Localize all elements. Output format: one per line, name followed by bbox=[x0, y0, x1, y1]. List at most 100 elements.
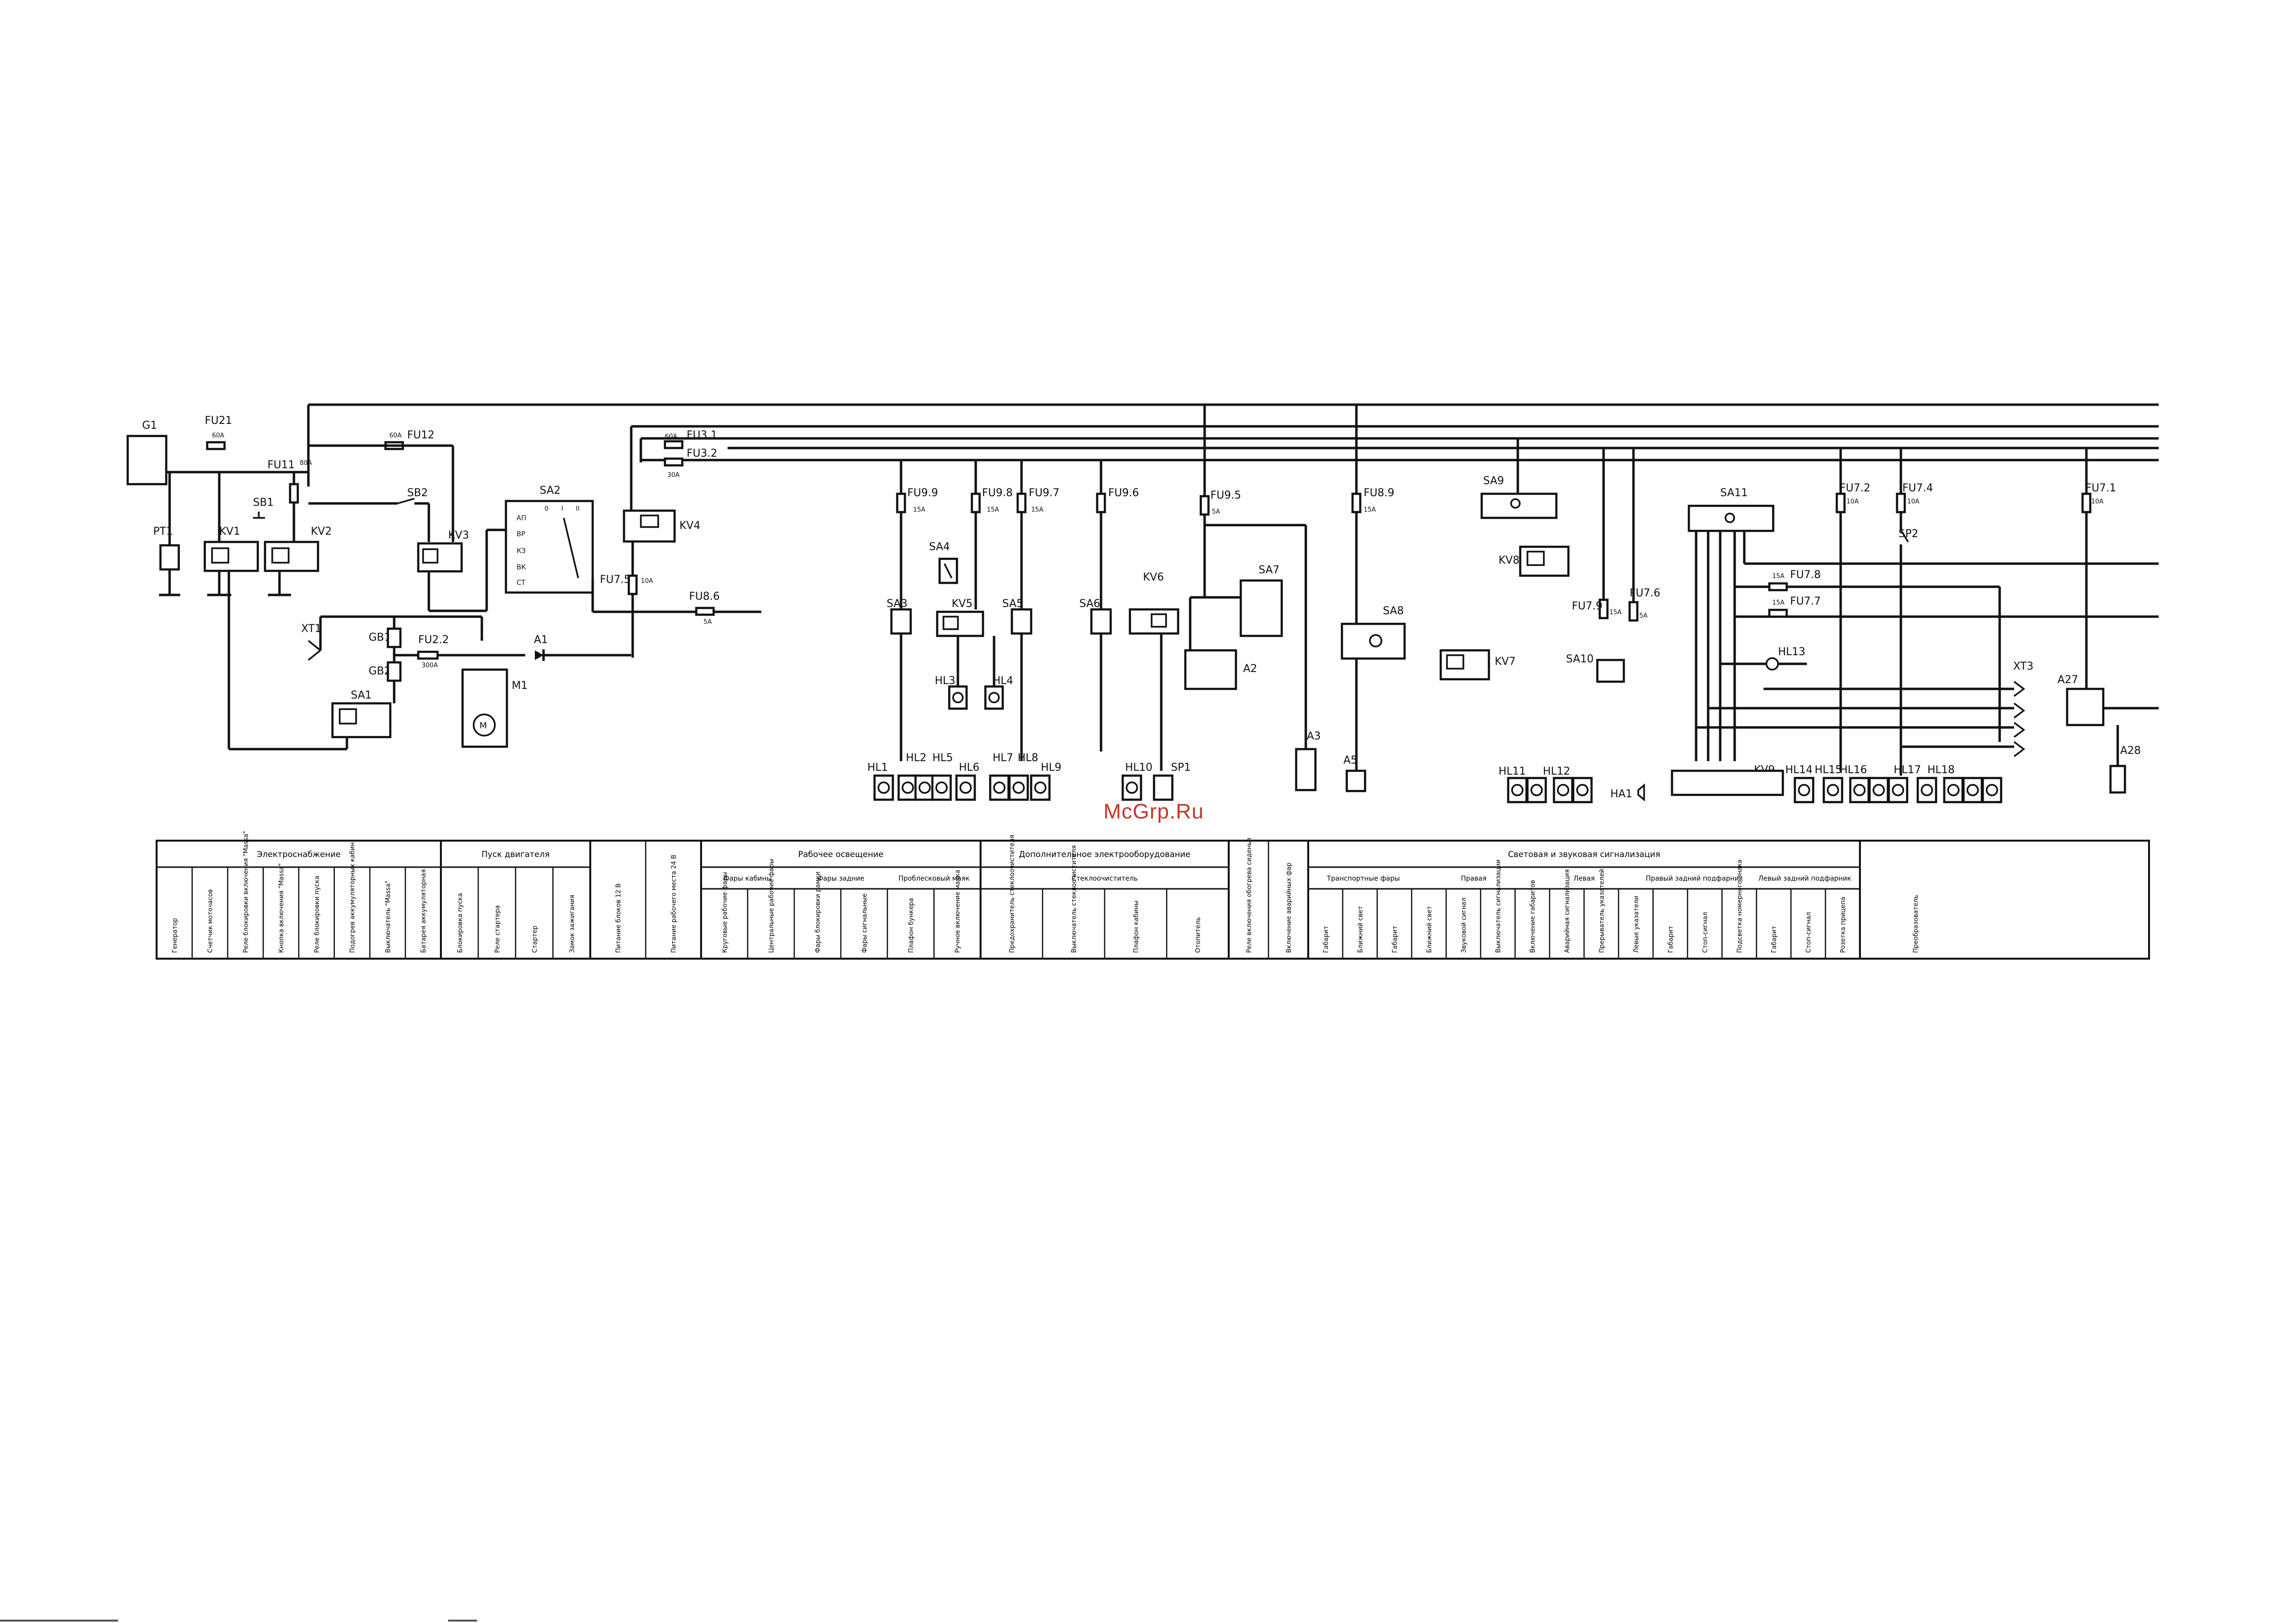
table-column-label: Аварийная сигнализация bbox=[1564, 869, 1571, 953]
hl12-label: HL12 bbox=[1543, 765, 1570, 778]
table-column-label: Выключатель стеклоочистителя bbox=[1071, 845, 1078, 953]
sa11-label: SA11 bbox=[1720, 487, 1748, 499]
work-lighting-section: FU9.9 15A FU9.8 15A FU9.7 15A FU9.6 bbox=[867, 405, 1406, 801]
fu12-label: FU12 bbox=[407, 429, 435, 441]
fu11-rating: 80A bbox=[300, 460, 312, 467]
kv1-label: KV1 bbox=[219, 526, 240, 538]
sa2-row-1: ВР bbox=[517, 530, 525, 538]
fu79-rating: 15A bbox=[1609, 609, 1622, 616]
table-column-label: Подсветка номерного знака bbox=[1737, 859, 1744, 953]
sb1-label: SB1 bbox=[253, 497, 274, 509]
fu74-rating: 10A bbox=[1907, 498, 1920, 505]
fu79-label: FU7.9 bbox=[1572, 600, 1603, 612]
table-subgroup-title: Проблесковый маяк bbox=[898, 875, 969, 883]
table-subgroup-title: Правый задний подфарник bbox=[1646, 875, 1743, 883]
fu97-label: FU9.7 bbox=[1029, 487, 1060, 499]
fu89-label: FU8.9 bbox=[1364, 487, 1394, 499]
fu98: FU9.8 15A bbox=[970, 460, 1013, 609]
sa2-col-1: I bbox=[561, 505, 563, 513]
table-subgroup-title: Стеклоочиститель bbox=[1072, 875, 1138, 883]
table-column-label: Батарея аккумуляторная bbox=[420, 869, 427, 953]
hl6-label: HL6 bbox=[959, 762, 980, 774]
generator-g1 bbox=[126, 435, 168, 486]
xt1-label: XT1 bbox=[301, 623, 321, 635]
bus-lines bbox=[308, 403, 2159, 710]
table-column-label: Реле блокировки включения "Massa" bbox=[242, 831, 250, 953]
fu98-label: FU9.8 bbox=[982, 487, 1013, 499]
hl10-label: HL10 bbox=[1125, 762, 1153, 774]
table-subgroup-title: Левый задний подфарник bbox=[1758, 875, 1851, 883]
hl16-label: HL16 bbox=[1840, 764, 1867, 776]
hl17-label: HL17 bbox=[1894, 764, 1921, 776]
sa2-row-4: СТ bbox=[517, 579, 526, 587]
table-column-label: Преобразователь bbox=[1912, 895, 1920, 953]
sa6-label: SA6 bbox=[1079, 598, 1100, 610]
table-column-label: Плафон кабины bbox=[1133, 900, 1140, 953]
hl14-label: HL14 bbox=[1785, 764, 1813, 776]
table-column-label: Габарит bbox=[1323, 925, 1330, 953]
table-column-label: Питание рабочего места 24 В bbox=[671, 855, 678, 953]
a3-label: A3 bbox=[1307, 730, 1321, 742]
table-group-title: Электроснабжение bbox=[257, 850, 341, 859]
ha1-label: HA1 bbox=[1610, 788, 1632, 800]
sa2-col-2: II bbox=[576, 505, 580, 513]
table-column-label: Звуковой сигнал bbox=[1460, 897, 1468, 953]
xt3-label: XT3 bbox=[2013, 660, 2033, 673]
kv7-label: KV7 bbox=[1495, 656, 1515, 668]
fu95-label: FU9.5 bbox=[1210, 489, 1241, 501]
fu99: FU9.9 15A bbox=[896, 460, 938, 609]
fu76-rating: 5A bbox=[1639, 612, 1647, 620]
table-subgroup-title: Фары задние bbox=[817, 875, 864, 883]
hl13-label: HL13 bbox=[1778, 646, 1805, 658]
table-column-label: Ближний свет bbox=[1357, 906, 1364, 953]
table-column-label: Стоп-сигнал bbox=[1702, 912, 1709, 953]
kv6-label: KV6 bbox=[1143, 571, 1164, 583]
table-column-label: Фары сигнальные bbox=[861, 894, 868, 953]
table-column-label: Габарит bbox=[1667, 925, 1674, 953]
table-column-label: Габарит bbox=[1392, 925, 1399, 953]
hl11-label: HL11 bbox=[1499, 765, 1526, 778]
hl2-label: HL2 bbox=[906, 752, 927, 764]
a27-label: A27 bbox=[2057, 674, 2078, 686]
fu31-rating: 60A bbox=[665, 433, 677, 440]
table-column-label: Прерыватель указателей bbox=[1598, 869, 1606, 953]
fu21-rating: 60A bbox=[212, 432, 225, 439]
table-column-label: Левые указатели bbox=[1633, 896, 1640, 953]
fu32-rating: 30A bbox=[667, 472, 680, 479]
table-column-label: Подогрев аккумуляторных кабин bbox=[349, 842, 357, 953]
fu31-label: FU3.1 bbox=[687, 429, 717, 441]
a1-label: A1 bbox=[534, 634, 548, 646]
table-column-label: Блокировка пуска bbox=[457, 893, 464, 953]
sa2-row-3: ВК bbox=[517, 564, 526, 571]
fu75-rating: 10A bbox=[641, 578, 653, 585]
watermark: McGrp.Ru bbox=[1103, 800, 1204, 823]
kv5-label: KV5 bbox=[952, 598, 972, 610]
m1-symbol: M bbox=[479, 721, 487, 731]
hl5-label: HL5 bbox=[932, 752, 953, 764]
fu98-rating: 15A bbox=[987, 506, 999, 514]
fu95: FU9.5 5A bbox=[1199, 405, 1241, 597]
fu97-rating: 15A bbox=[1031, 506, 1044, 514]
sa2-row-0: AП bbox=[517, 515, 526, 522]
fu97: FU9.7 15A bbox=[1016, 460, 1060, 609]
fu74-label: FU7.4 bbox=[1902, 482, 1933, 494]
table-column-label: Питание блоков 12 В bbox=[615, 884, 623, 953]
g1-label: G1 bbox=[142, 420, 157, 432]
sa3-label: SA3 bbox=[887, 598, 907, 610]
fu96: FU9.6 bbox=[1096, 460, 1139, 609]
sa2-label: SA2 bbox=[540, 485, 560, 497]
table-group-title: Дополнительное электрооборудование bbox=[1019, 850, 1190, 859]
table-column-label: Центральные рабочие фары bbox=[768, 859, 775, 953]
fu72-rating: 10A bbox=[1846, 498, 1859, 505]
table-group-title: Пуск двигателя bbox=[481, 850, 550, 859]
hl1-label: HL1 bbox=[867, 762, 888, 774]
sa8-label: SA8 bbox=[1383, 605, 1404, 617]
fu78-label: FU7.8 bbox=[1790, 569, 1821, 581]
fu99-rating: 15A bbox=[913, 506, 926, 514]
sa9-label: SA9 bbox=[1483, 475, 1504, 487]
footer-rule-left bbox=[0, 1620, 118, 1622]
sa10-label: SA10 bbox=[1566, 653, 1593, 665]
fu99-label: FU9.9 bbox=[907, 487, 938, 499]
fu72-label: FU7.2 bbox=[1840, 482, 1871, 494]
